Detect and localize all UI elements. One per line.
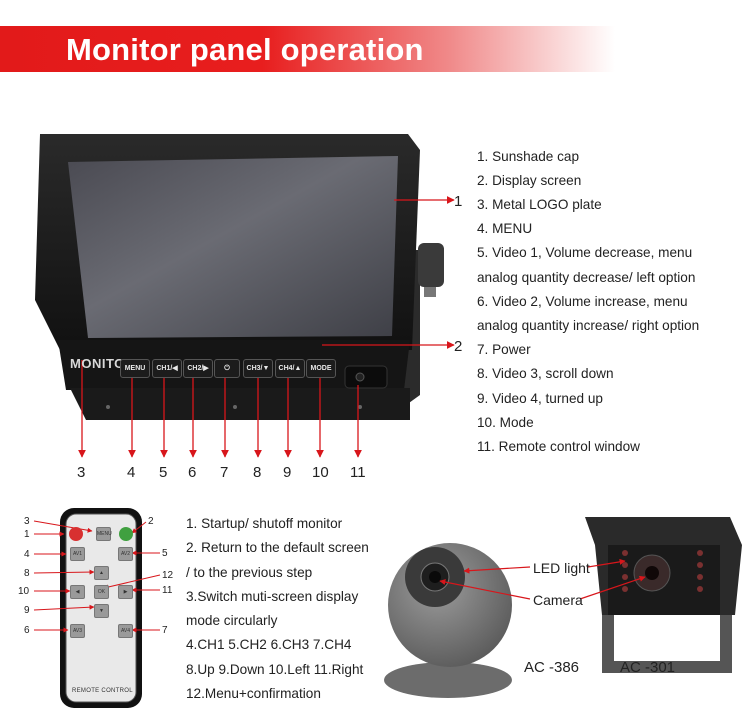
- callout-number-9: 9: [283, 464, 292, 481]
- remote-number: 9: [24, 605, 30, 616]
- feature-item: 3. Metal LOGO plate: [477, 197, 602, 212]
- callout-number-2: 2: [454, 338, 463, 355]
- feature-item: analog quantity increase/ right option: [477, 318, 700, 333]
- stand-base: [70, 388, 410, 420]
- remote-feature-item: mode circularly: [186, 613, 278, 628]
- remote-up-button[interactable]: ▲: [94, 566, 109, 580]
- remote-number: 11: [162, 585, 173, 596]
- remote-power-icon: [69, 527, 83, 541]
- cameras-illustration: [384, 517, 742, 698]
- callout-number-4: 4: [127, 464, 136, 481]
- remote-number: 3: [24, 516, 30, 527]
- mount-knob: [418, 243, 444, 287]
- remote-right-button[interactable]: ▶: [118, 585, 133, 599]
- display-screen: [68, 156, 398, 338]
- feature-item: 5. Video 1, Volume decrease, menu: [477, 245, 693, 260]
- callout-number-8: 8: [253, 464, 262, 481]
- box-camera-bracket: [602, 615, 732, 673]
- remote-feature-item: / to the previous step: [186, 565, 313, 580]
- feature-item: 8. Video 3, scroll down: [477, 366, 614, 381]
- remote-number: 10: [18, 586, 30, 597]
- remote-menu-button[interactable]: MENU: [96, 527, 112, 541]
- callout-number-6: 6: [188, 464, 197, 481]
- remote-number: 1: [24, 529, 30, 540]
- remote-number: 12: [162, 570, 174, 581]
- remote-feature-item: 1. Startup/ shutoff monitor: [186, 516, 343, 531]
- remote-feature-item: 3.Switch muti-screen display: [186, 589, 359, 604]
- remote-number: 2: [148, 516, 154, 527]
- remote-ch2-button[interactable]: AV2: [118, 547, 133, 561]
- remote-feature-item: 4.CH1 5.CH2 6.CH3 7.CH4: [186, 637, 352, 652]
- remote-ok-button[interactable]: OK: [94, 585, 109, 599]
- power-button[interactable]: ⏻: [214, 359, 240, 378]
- callout-number-7: 7: [220, 464, 229, 481]
- ch3-button[interactable]: CH3/▼: [243, 359, 273, 378]
- ch2-button[interactable]: CH2/▶: [183, 359, 213, 378]
- remote-number: 4: [24, 549, 30, 560]
- feature-item: 1. Sunshade cap: [477, 149, 580, 164]
- remote-down-button[interactable]: ▼: [94, 604, 109, 618]
- callout-number-10: 10: [312, 464, 329, 481]
- remote-number: 5: [162, 548, 168, 559]
- remote-return-icon: [119, 527, 133, 541]
- feature-item: 11. Remote control window: [477, 439, 640, 454]
- mode-button[interactable]: MODE: [306, 359, 336, 378]
- feature-item: 2. Display screen: [477, 173, 582, 188]
- feature-item: 7. Power: [477, 342, 531, 357]
- dome-model-label: AC -386: [524, 659, 580, 676]
- page-title: Monitor panel operation: [66, 32, 424, 67]
- callout-number-3: 3: [77, 464, 86, 481]
- feature-item: 9. Video 4, turned up: [477, 391, 603, 406]
- feature-item: 4. MENU: [477, 221, 533, 236]
- remote-number: 7: [162, 625, 168, 636]
- box-model-label: AC -301: [620, 659, 676, 676]
- remote-feature-item: 2. Return to the default screen: [186, 540, 369, 555]
- remote-ch4-button[interactable]: AV4: [118, 624, 133, 638]
- remote-left-button[interactable]: ◀: [70, 585, 85, 599]
- title-banner: [0, 26, 750, 72]
- callout-number-11: 11: [350, 464, 366, 481]
- ch1-button[interactable]: CH1/◀: [152, 359, 182, 378]
- camera-label: Camera: [533, 592, 583, 608]
- callout-number-1: 1: [454, 193, 463, 210]
- monitor-logo-plate: MONITOR: [70, 356, 135, 371]
- feature-item: 10. Mode: [477, 415, 534, 430]
- remote-number: 8: [24, 568, 30, 579]
- remote-feature-item: 12.Menu+confirmation: [186, 686, 321, 701]
- ch4-button[interactable]: CH4/▲: [275, 359, 305, 378]
- feature-item: analog quantity decrease/ left option: [477, 270, 696, 285]
- menu-button[interactable]: MENU: [120, 359, 150, 378]
- dome-base: [384, 662, 512, 698]
- remote-ch1-button[interactable]: AV1: [70, 547, 85, 561]
- feature-item: 6. Video 2, Volume increase, menu: [477, 294, 688, 309]
- remote-number: 6: [24, 625, 30, 636]
- callout-number-5: 5: [159, 464, 168, 481]
- remote-label: REMOTE CONTROL: [72, 688, 133, 694]
- remote-ch3-button[interactable]: AV3: [70, 624, 85, 638]
- remote-feature-item: 8.Up 9.Down 10.Left 11.Right: [186, 662, 364, 677]
- led-light-label: LED light: [533, 560, 590, 576]
